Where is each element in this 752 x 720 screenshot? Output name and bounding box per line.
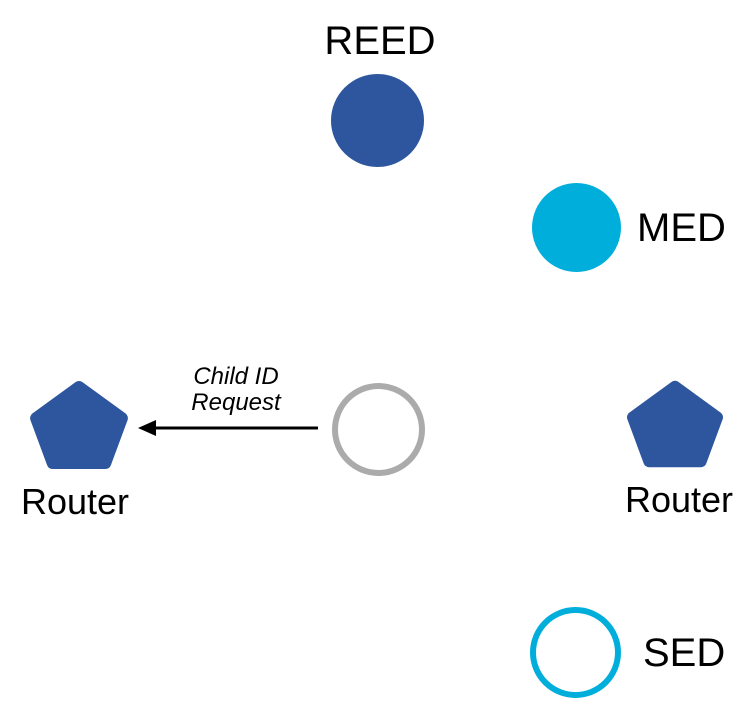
reed-node-label: REED — [324, 19, 436, 63]
sed-node-label: SED — [643, 631, 726, 675]
child-id-request-label: Child ID Request — [191, 363, 281, 416]
router-right-pentagon-icon — [627, 380, 723, 468]
reed-node-circle — [331, 74, 424, 167]
router-left-pentagon-icon — [30, 381, 128, 469]
child-id-request-arrow-icon — [138, 420, 318, 436]
med-node-circle — [532, 183, 621, 272]
sed-node-circle — [530, 607, 621, 698]
router-right-label: Router — [624, 479, 734, 520]
router-left-label: Router — [20, 481, 130, 522]
med-node-label: MED — [637, 206, 726, 250]
joiner-node-circle — [332, 383, 425, 476]
